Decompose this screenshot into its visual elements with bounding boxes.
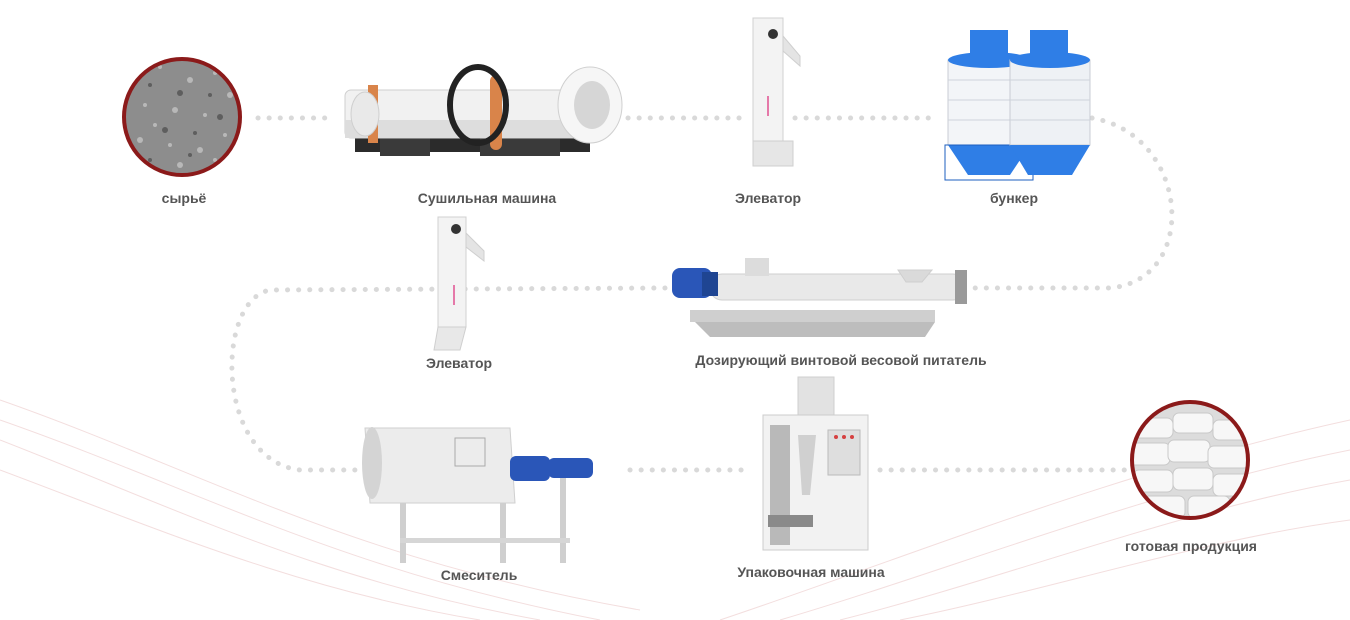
step-label-packing-machine: Упаковочная машина [737,564,885,580]
mixer-image [362,427,593,563]
bucket-elevator-image [752,17,801,167]
bucket-elevator-image [433,216,485,351]
step-label-raw-material: сырьё [161,190,207,206]
screw-feeder-image [672,258,967,337]
packing-machine-image [762,376,869,551]
step-label-bunker: бункер [989,190,1039,206]
step-label-finished-product: готовая продукция [1125,538,1257,554]
bunker-silos-image [944,30,1091,181]
step-label-elevator-1: Элеватор [734,190,802,206]
step-label-dryer: Сушильная машина [417,190,557,206]
raw-material-image [122,57,242,177]
step-label-elevator-2: Элеватор [425,355,493,371]
step-label-screw-feeder: Дозирующий винтовой весовой питатель [695,352,987,368]
step-label-mixer: Смеситель [440,567,518,583]
rotary-dryer-image [344,64,623,156]
finished-product-image [1130,400,1250,520]
